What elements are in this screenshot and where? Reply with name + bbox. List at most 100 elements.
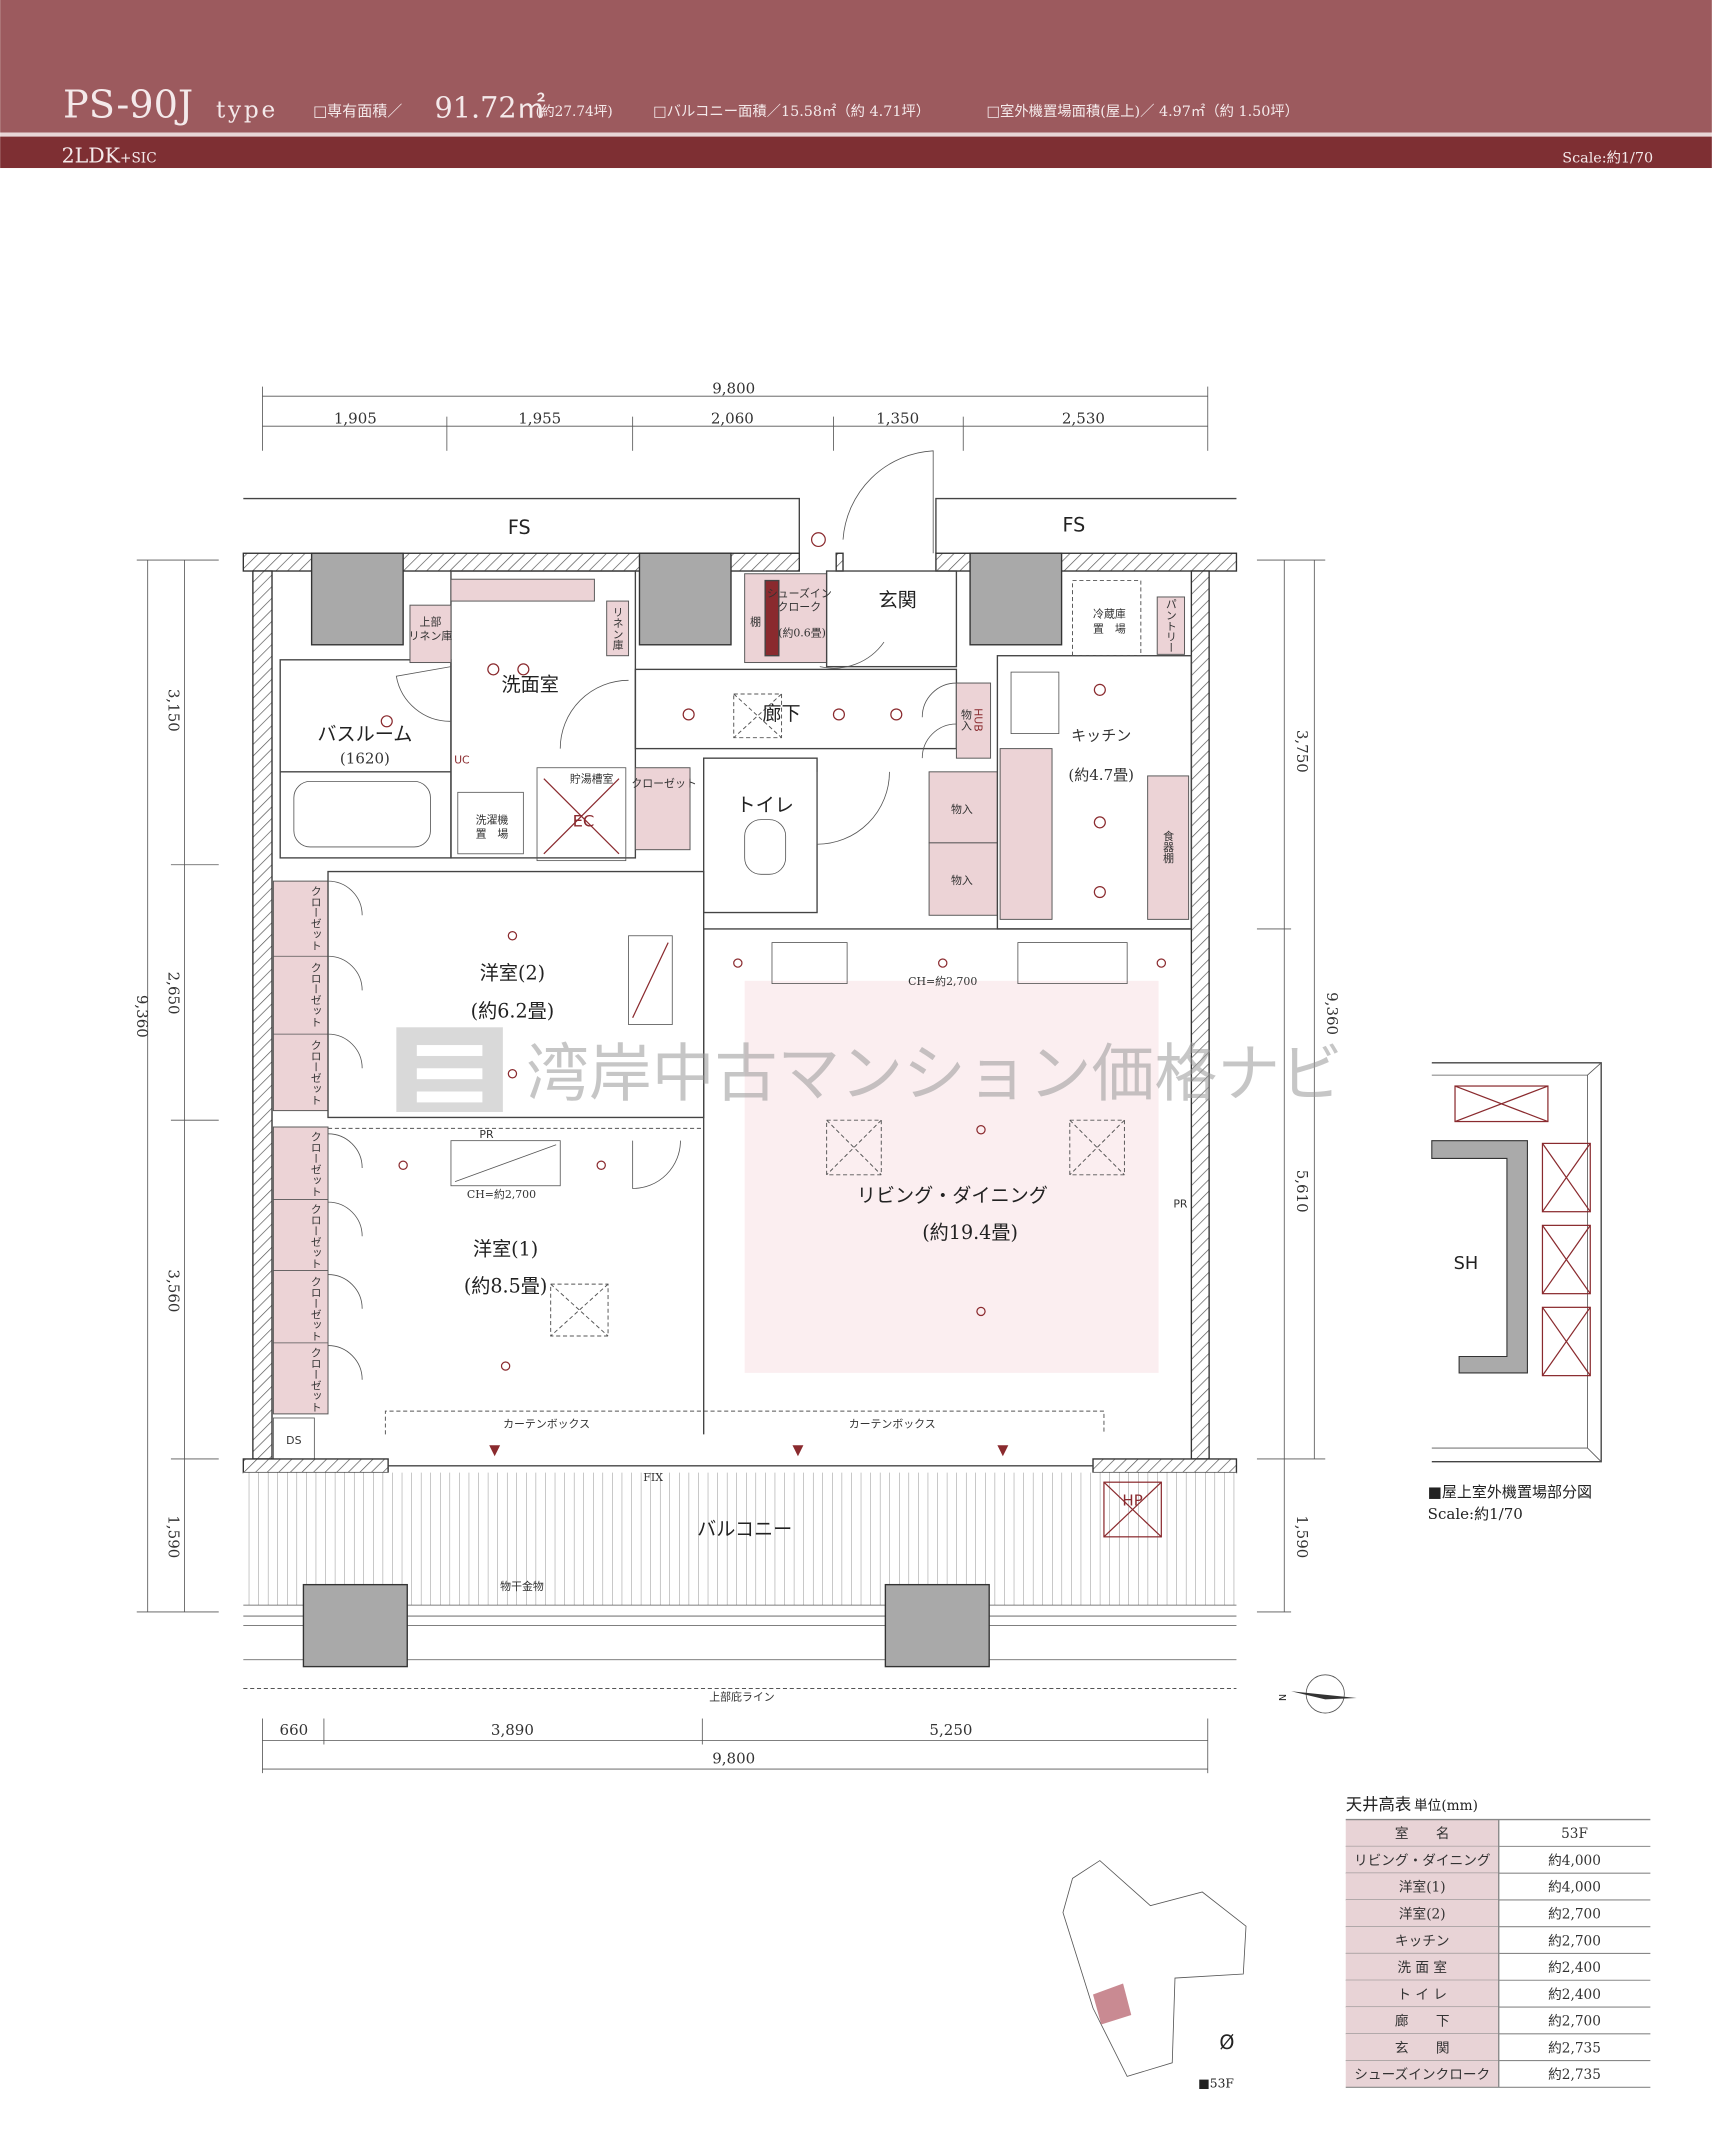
fridge-label: 冷蔵庫 <box>1093 606 1126 620</box>
balcony-area: □バルコニー面積／15.58㎡（約 4.71坪） <box>653 103 930 120</box>
front-door-swing <box>842 450 934 554</box>
bathroom-size: (1620) <box>340 750 390 768</box>
dim-left-1: 3,150 <box>165 689 183 732</box>
sh-label: SH <box>1454 1254 1479 1274</box>
storage1-label: 物入 <box>951 802 973 816</box>
table-room-name: 洗 面 室 <box>1397 1959 1447 1976</box>
laundry-label-2: 置 場 <box>476 827 509 840</box>
table-height-value: 約4,000 <box>1548 1880 1601 1896</box>
table-height-value: 約2,700 <box>1548 1933 1601 1949</box>
dim-right-3: 1,590 <box>1293 1515 1311 1558</box>
balcony-markers <box>489 1445 1009 1457</box>
table-height-value: 約2,735 <box>1548 2067 1601 2083</box>
living-size: (約19.4畳) <box>922 1221 1018 1244</box>
type-suffix: type <box>216 96 278 123</box>
table-height-value: 約2,400 <box>1548 1960 1601 1976</box>
layout-type: 2LDK+SIC <box>62 144 157 168</box>
bedroom2-size: (約6.2畳) <box>471 1000 555 1023</box>
pr-label: PR <box>479 1128 494 1141</box>
hub-label: HUB <box>972 708 985 732</box>
watermark-text: 湾岸中古マンション価格ナビ <box>526 1038 1343 1111</box>
interior-walls <box>272 570 1193 1460</box>
table-label-cell-bg <box>1345 2060 1499 2088</box>
dim-right-1: 3,750 <box>1293 730 1311 773</box>
closet-label: クローゼット <box>309 961 322 1027</box>
rooftop-diagram: SH ■屋上室外機置場部分図 Scale:約1/70 <box>1428 1062 1602 1523</box>
fs-areas: FS FS <box>243 450 1237 554</box>
closet-label: クローゼット <box>309 1131 322 1197</box>
kitchen-size: (約4.7畳) <box>1068 766 1134 784</box>
dim-bottom-1: 660 <box>280 1721 309 1739</box>
pr-label-2: PR <box>1173 1198 1188 1211</box>
fs-left-label: FS <box>508 516 531 539</box>
dim-top-3: 2,060 <box>711 409 754 427</box>
floor-label: ■53F <box>1198 2076 1234 2090</box>
storage2-label: 物入 <box>951 873 973 887</box>
rooftop-caption: ■屋上室外機置場部分図 <box>1428 1483 1592 1501</box>
shoe-closet-label-2: クローク <box>777 601 821 614</box>
table-label-cell-bg <box>1345 2007 1499 2034</box>
table-height-value: 53F <box>1561 1826 1588 1842</box>
water-heater-label: 貯湯槽室 <box>570 772 614 786</box>
ec-label: EC <box>573 811 595 830</box>
toilet-label: トイレ <box>736 793 793 816</box>
dim-bottom-3: 5,250 <box>929 1721 972 1739</box>
rooftop-scale: Scale:約1/70 <box>1428 1505 1523 1523</box>
living-label: リビング・ダイニング <box>857 1184 1048 1207</box>
table-title: 天井高表 <box>1346 1795 1412 1814</box>
dim-right-total: 9,360 <box>1323 992 1341 1035</box>
table-label-cell-bg <box>1345 1980 1499 2008</box>
key-plan: Ø ■53F <box>1062 1860 1247 2090</box>
table-label-cell-bg <box>1345 1926 1499 1954</box>
dim-right-2: 5,610 <box>1293 1170 1311 1213</box>
column <box>969 552 1063 646</box>
dim-left-3: 3,560 <box>165 1269 183 1312</box>
kitchen-label: キッチン <box>1071 726 1131 744</box>
dim-left-2: 2,650 <box>165 972 183 1015</box>
closet-label: クローゼット <box>309 1276 322 1342</box>
table-label-cell-bg <box>1345 1846 1499 1874</box>
area-label: □専有面積／ <box>313 102 402 120</box>
ceiling-height-ld: CH=約2,700 <box>908 974 977 988</box>
orientation-icon: Ø <box>1219 2031 1234 2054</box>
room-labels: バスルーム (1620) 洗面室 玄関 廊下 トイレ キッチン (約4.7畳) … <box>286 586 1188 1447</box>
table-unit: 単位(mm) <box>1414 1798 1478 1814</box>
column <box>310 552 404 646</box>
dish-shelf-label: 食器棚 <box>1162 829 1175 864</box>
compass-icon: N <box>1276 1674 1357 1714</box>
bathroom-label: バスルーム <box>317 722 412 745</box>
fridge-label-2: 置 場 <box>1093 622 1126 635</box>
table-height-value: 約2,700 <box>1548 1907 1601 1923</box>
table-height-value: 約2,735 <box>1548 2040 1601 2056</box>
column <box>638 552 732 646</box>
type-code: PS-90J <box>63 82 193 127</box>
ceiling-height-bedroom1: CH=約2,700 <box>467 1187 536 1201</box>
dim-top-5: 2,530 <box>1062 409 1105 427</box>
dim-bottom-total: 9,800 <box>712 1750 755 1768</box>
table-height-value: 約2,700 <box>1548 2014 1601 2030</box>
laundry-label: 洗濯機 <box>476 813 509 827</box>
table-height-value: 約4,000 <box>1548 1853 1601 1869</box>
upper-linen-label-2: リネン庫 <box>409 628 453 642</box>
table-room-name: 洋室(1) <box>1399 1879 1446 1896</box>
table-height-value: 約2,400 <box>1548 1987 1601 2003</box>
pantry-label: パントリー <box>1164 598 1177 653</box>
table-room-name: キッチン <box>1395 1933 1450 1949</box>
north-label: N <box>1276 1694 1287 1701</box>
header-band: PS-90J type □専有面積／ 91.72㎡ (約27.74坪) □バルコ… <box>0 0 1712 169</box>
dim-left-4: 1,590 <box>165 1515 183 1558</box>
hp-label: HP <box>1122 1491 1142 1509</box>
bottom-dimensions: 660 3,890 5,250 9,800 <box>262 1718 1209 1774</box>
dim-left-total: 9,360 <box>133 995 151 1038</box>
closet-label: クローゼット <box>309 885 322 951</box>
table-room-name: ト イ レ <box>1397 1987 1447 2003</box>
shoe-closet-size: (約0.6畳) <box>778 626 826 640</box>
ds-label: DS <box>286 1434 301 1447</box>
outer-walls <box>242 552 1238 1460</box>
door-swings <box>328 641 957 1380</box>
storage-hub-label: 物入 <box>959 708 972 731</box>
closet-label: クローゼット <box>309 1203 322 1269</box>
living-floor-highlight <box>744 980 1159 1373</box>
closet-label: クローゼット <box>309 1039 322 1105</box>
